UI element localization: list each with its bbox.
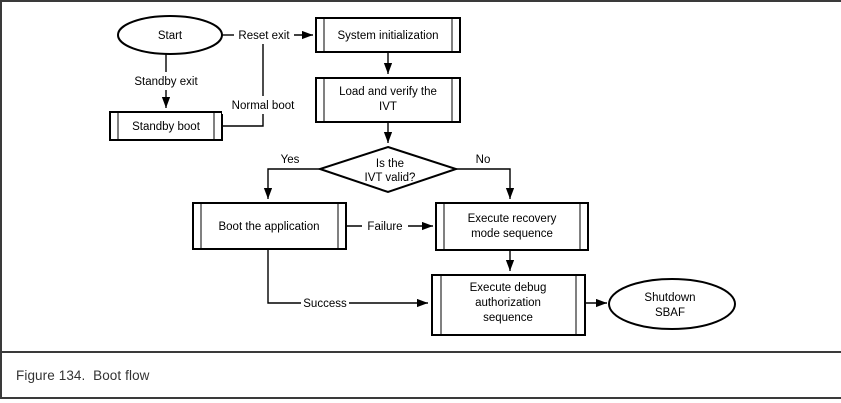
node-execute-debug-label-line3: sequence	[483, 312, 533, 324]
edge-label-no: No	[469, 150, 497, 167]
edge-label-reset-exit: Reset exit	[234, 26, 294, 44]
node-boot-the-application[interactable]: Boot the application	[192, 202, 347, 250]
node-shutdown-sbaf-label-line1: Shutdown	[644, 292, 695, 304]
edge-success	[267, 249, 428, 308]
node-system-initialization[interactable]: System initialization	[315, 17, 461, 53]
node-decision-label-line2: IVT valid?	[365, 172, 416, 184]
node-decision-ivt-valid[interactable]: Is the IVT valid?	[316, 145, 460, 194]
edge-label-standby-exit: Standby exit	[124, 72, 208, 90]
svg-text:Failure: Failure	[367, 221, 402, 233]
node-execute-debug-authorization-sequence[interactable]: Execute debug authorization sequence	[431, 274, 586, 336]
figure-caption: Figure 134. Boot flow	[16, 368, 150, 383]
frame-separator-rule	[0, 351, 841, 353]
node-execute-debug-label-line2: authorization	[475, 297, 541, 309]
frame-top-rule	[0, 0, 841, 2]
node-shutdown-sbaf-label-line2: SBAF	[655, 307, 685, 319]
node-execute-recovery-label-line2: mode sequence	[471, 228, 553, 240]
svg-text:No: No	[476, 154, 491, 166]
node-load-verify-ivt-label-line1: Load and verify the	[339, 86, 437, 98]
node-start[interactable]: Start	[117, 15, 223, 55]
edge-label-yes: Yes	[273, 150, 307, 167]
node-execute-debug-label-line1: Execute debug	[470, 282, 547, 294]
svg-text:Yes: Yes	[281, 154, 300, 166]
edge-normal-boot	[222, 36, 264, 127]
edge-label-normal-boot: Normal boot	[222, 96, 304, 114]
node-standby-boot-label: Standby boot	[132, 121, 201, 133]
node-boot-the-application-label: Boot the application	[218, 221, 319, 233]
node-execute-recovery-label-line1: Execute recovery	[468, 213, 557, 225]
node-execute-recovery-mode-sequence[interactable]: Execute recovery mode sequence	[435, 202, 589, 251]
svg-text:Reset exit: Reset exit	[238, 30, 290, 42]
node-shutdown-sbaf[interactable]: Shutdown SBAF	[608, 278, 736, 330]
node-system-initialization-label: System initialization	[338, 30, 439, 42]
boot-flow-diagram: Start System initialization Standby boot…	[109, 15, 736, 336]
node-load-verify-ivt[interactable]: Load and verify the IVT	[315, 77, 461, 123]
svg-text:Standby exit: Standby exit	[134, 76, 198, 88]
node-decision-label-line1: Is the	[376, 158, 404, 170]
frame-left-rule	[0, 0, 2, 398]
edge-label-success: Success	[301, 294, 349, 312]
svg-text:Success: Success	[303, 298, 347, 310]
edge-label-failure: Failure	[362, 217, 408, 235]
node-load-verify-ivt-label-line2: IVT	[379, 101, 397, 113]
svg-text:Normal boot: Normal boot	[232, 100, 295, 112]
node-standby-boot[interactable]: Standby boot	[109, 111, 223, 141]
edge-no	[456, 168, 515, 199]
edge-yes	[263, 168, 320, 199]
node-start-label: Start	[158, 30, 183, 42]
frame-bottom-rule	[0, 397, 841, 399]
